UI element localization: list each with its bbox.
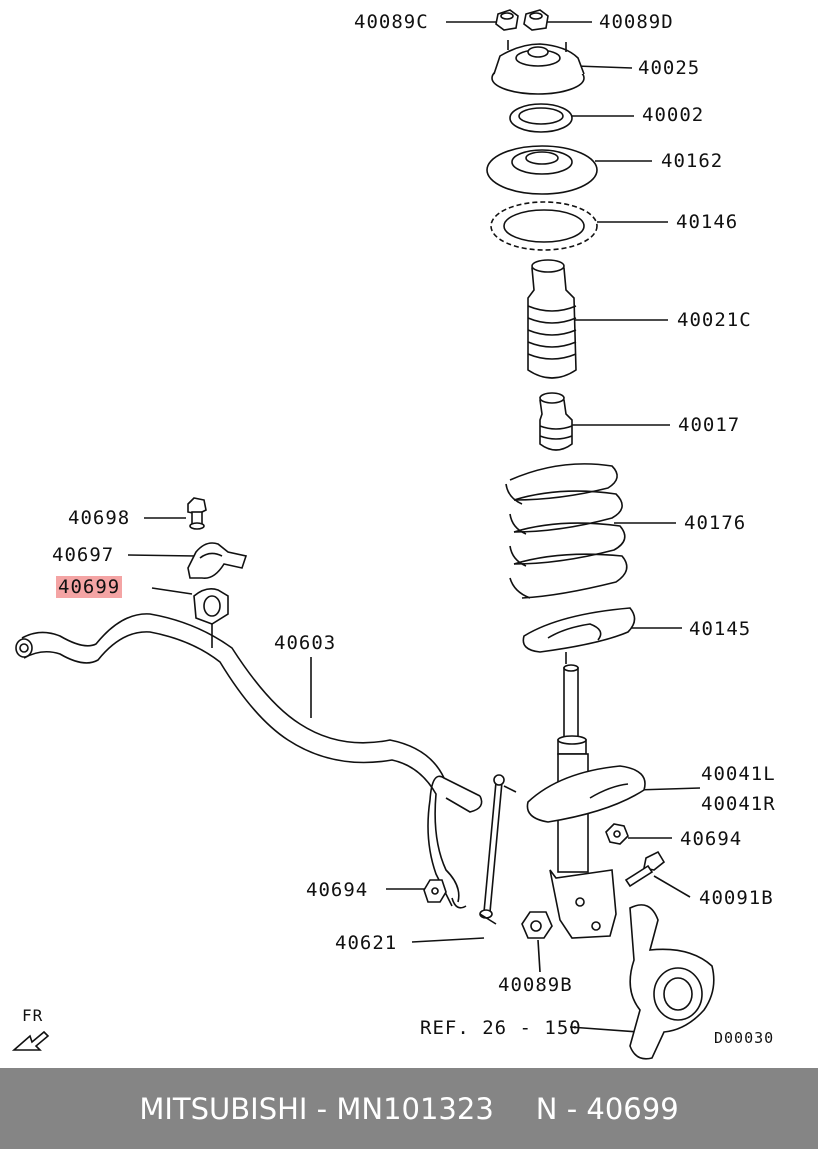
bearing-40002 xyxy=(509,103,573,133)
stabilizer-link-40621 xyxy=(479,774,517,925)
callout-40694-left: 40694 xyxy=(306,879,369,901)
nut-40089c xyxy=(495,9,519,31)
bushing-40699 xyxy=(193,588,229,625)
nut-40694-right xyxy=(605,823,629,845)
spring-seat-40145 xyxy=(522,607,636,664)
bump-stop-40017 xyxy=(539,392,573,451)
callout-40145: 40145 xyxy=(689,618,752,640)
leader-40621 xyxy=(411,937,485,943)
callout-40089d: 40089D xyxy=(599,11,674,33)
callout-40017: 40017 xyxy=(678,414,741,436)
callout-40041l: 40041L xyxy=(701,763,776,785)
leader-ref xyxy=(569,1026,639,1033)
callout-40089b: 40089B xyxy=(498,974,573,996)
footer-ref: N - 40699 xyxy=(535,1091,679,1126)
nut-40089d xyxy=(523,9,549,31)
nut-40694-left xyxy=(423,879,447,903)
steering-knuckle xyxy=(629,904,715,1060)
leader-40041 xyxy=(635,787,701,791)
bolt-40698 xyxy=(187,497,207,530)
diagram-code: D00030 xyxy=(714,1029,775,1047)
callout-ref: REF. 26 - 150 xyxy=(420,1017,582,1039)
parts-diagram: 40089C 40089D 40025 40002 40162 40146 40… xyxy=(11,9,776,1060)
diagram-svg xyxy=(11,9,715,1060)
spring-seat-40162 xyxy=(486,145,598,195)
front-label: FR xyxy=(22,1006,44,1025)
callout-40697: 40697 xyxy=(52,544,115,566)
leader-40697 xyxy=(127,554,197,557)
callout-40694-right: 40694 xyxy=(680,828,743,850)
leader-40025 xyxy=(575,65,633,69)
callout-40162: 40162 xyxy=(661,150,724,172)
bolt-40091b xyxy=(624,850,666,888)
leader-40089b xyxy=(537,939,541,973)
callout-40089c: 40089C xyxy=(354,11,429,33)
callout-40176: 40176 xyxy=(684,512,747,534)
leader-40091b xyxy=(653,875,691,898)
callout-40091b: 40091B xyxy=(699,887,774,909)
leader-40699 xyxy=(151,587,193,595)
callout-40041r: 40041R xyxy=(701,793,776,815)
dust-boot-40021c xyxy=(527,259,577,379)
spring-seat-40041 xyxy=(526,765,646,823)
nut-40089b xyxy=(521,911,553,939)
footer-brand-part: MITSUBISHI - MN101323 xyxy=(139,1091,494,1126)
callout-40698: 40698 xyxy=(68,507,131,529)
front-arrow-icon xyxy=(11,1030,50,1051)
callout-40025: 40025 xyxy=(638,57,701,79)
callout-40002: 40002 xyxy=(642,104,705,126)
callout-40699-highlighted: 40699 xyxy=(56,576,123,598)
coil-spring-40176 xyxy=(505,463,628,599)
stabilizer-bar-40603 xyxy=(15,613,483,909)
callout-40603: 40603 xyxy=(274,632,337,654)
callout-40621: 40621 xyxy=(335,932,398,954)
bracket-40697 xyxy=(187,542,248,580)
callout-40146: 40146 xyxy=(676,211,739,233)
callout-40021c: 40021C xyxy=(677,309,752,331)
strut-mount-40025 xyxy=(491,40,585,95)
footer-bar: MITSUBISHI - MN101323 N - 40699 xyxy=(0,1068,818,1149)
spring-pad-40146 xyxy=(490,201,598,251)
